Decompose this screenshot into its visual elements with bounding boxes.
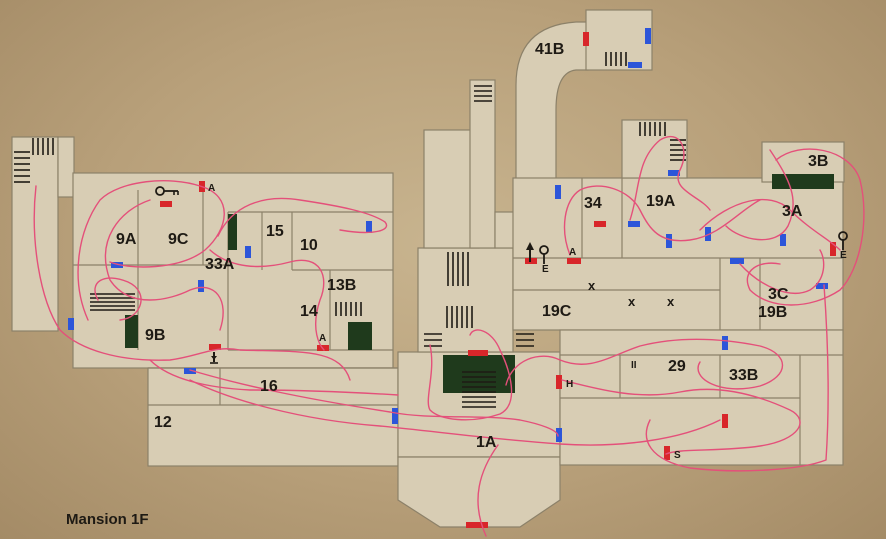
room-label-9a: 9A [116, 231, 137, 248]
room-label-3c: 3C [768, 286, 789, 303]
door-locked [209, 344, 221, 350]
stairs-central-top [474, 85, 492, 102]
west-corridor-top [57, 136, 75, 198]
door-open [628, 62, 642, 68]
door-open [555, 185, 561, 199]
room-label-13b: 13B [327, 277, 356, 294]
dark-block-9b [125, 315, 138, 348]
door-open [184, 368, 196, 374]
door-open [556, 428, 562, 442]
stairs-14 [335, 302, 362, 316]
dark-block-33a [228, 214, 237, 250]
statue-icon [210, 352, 218, 364]
stairs-9b [90, 293, 135, 311]
key-icon [155, 186, 179, 196]
room-label-10: 10 [300, 237, 318, 254]
room-label-1a: 1A [476, 434, 497, 451]
door-locked [556, 375, 562, 389]
marker-a: A [208, 183, 215, 194]
central-north [417, 247, 514, 353]
stairs-central-mid [447, 252, 469, 286]
door-open [68, 318, 74, 330]
save-point-icon [539, 245, 549, 264]
map-title: Mansion 1F [66, 511, 149, 528]
door-locked [583, 32, 589, 46]
room-label-14: 14 [300, 303, 318, 320]
room-41b-area [585, 9, 653, 71]
room-label-19a: 19A [646, 193, 676, 210]
door-open [645, 28, 651, 44]
stairs-west [14, 138, 54, 183]
marker-x: x [588, 278, 596, 293]
curved-corridor [515, 21, 589, 213]
room-label-9c: 9C [168, 231, 189, 248]
marker-x: x [667, 294, 675, 309]
marker-a: A [569, 247, 576, 258]
door-open [816, 283, 828, 289]
room-label-19c: 19C [542, 303, 572, 320]
dark-block-3b [772, 174, 834, 189]
marker-e: E [542, 264, 549, 275]
door-locked [722, 414, 728, 428]
arrow-up-icon [526, 242, 534, 262]
door-locked [567, 258, 581, 264]
marker-x: x [628, 294, 636, 309]
door-locked [830, 242, 836, 256]
room-label-16: 16 [260, 378, 278, 395]
room-label-33b: 33B [729, 367, 758, 384]
door-open [668, 170, 680, 176]
stairs-hall [424, 306, 534, 408]
marker-s: S [674, 450, 681, 461]
room-labels: 41B 34 19A 3B 3A 9A 9C 33A 15 10 13B 14 … [116, 41, 828, 451]
door-locked [160, 201, 172, 207]
room-label-3a: 3A [782, 203, 803, 220]
door-open [722, 336, 728, 350]
dark-block-14 [348, 322, 372, 350]
room-label-19b: 19B [758, 304, 787, 321]
door-open [198, 280, 204, 292]
door-locked [594, 221, 606, 227]
door-open [245, 246, 251, 258]
door-locked [466, 522, 488, 528]
door-open [730, 258, 744, 264]
room-label-33a: 33A [205, 256, 235, 273]
room-label-12: 12 [154, 414, 172, 431]
marker-pillar: II [631, 360, 637, 371]
marker-e: E [840, 250, 847, 261]
stairs-41b [605, 52, 627, 66]
south-west-hall [147, 367, 399, 467]
central-stairs-shaft [469, 79, 496, 249]
door-open [780, 234, 786, 246]
door-open [666, 234, 672, 248]
door-open [392, 408, 398, 424]
marker-h: H [566, 379, 573, 390]
room-label-9b: 9B [145, 327, 165, 344]
door-locked [468, 350, 488, 356]
door-open [628, 221, 640, 227]
save-point-icon [838, 231, 848, 250]
door-open [366, 221, 372, 233]
floor-plan [11, 9, 845, 528]
stairs [14, 52, 686, 408]
room-label-34: 34 [584, 195, 602, 212]
room-label-15: 15 [266, 223, 284, 240]
dark-areas [125, 174, 834, 393]
markers: A A A E E H S II x x x [208, 183, 847, 461]
room-label-3b: 3B [808, 153, 828, 170]
room-label-29: 29 [668, 358, 686, 375]
route-lines [33, 135, 865, 537]
marker-a: A [319, 333, 326, 344]
room-label-41b: 41B [535, 41, 564, 58]
